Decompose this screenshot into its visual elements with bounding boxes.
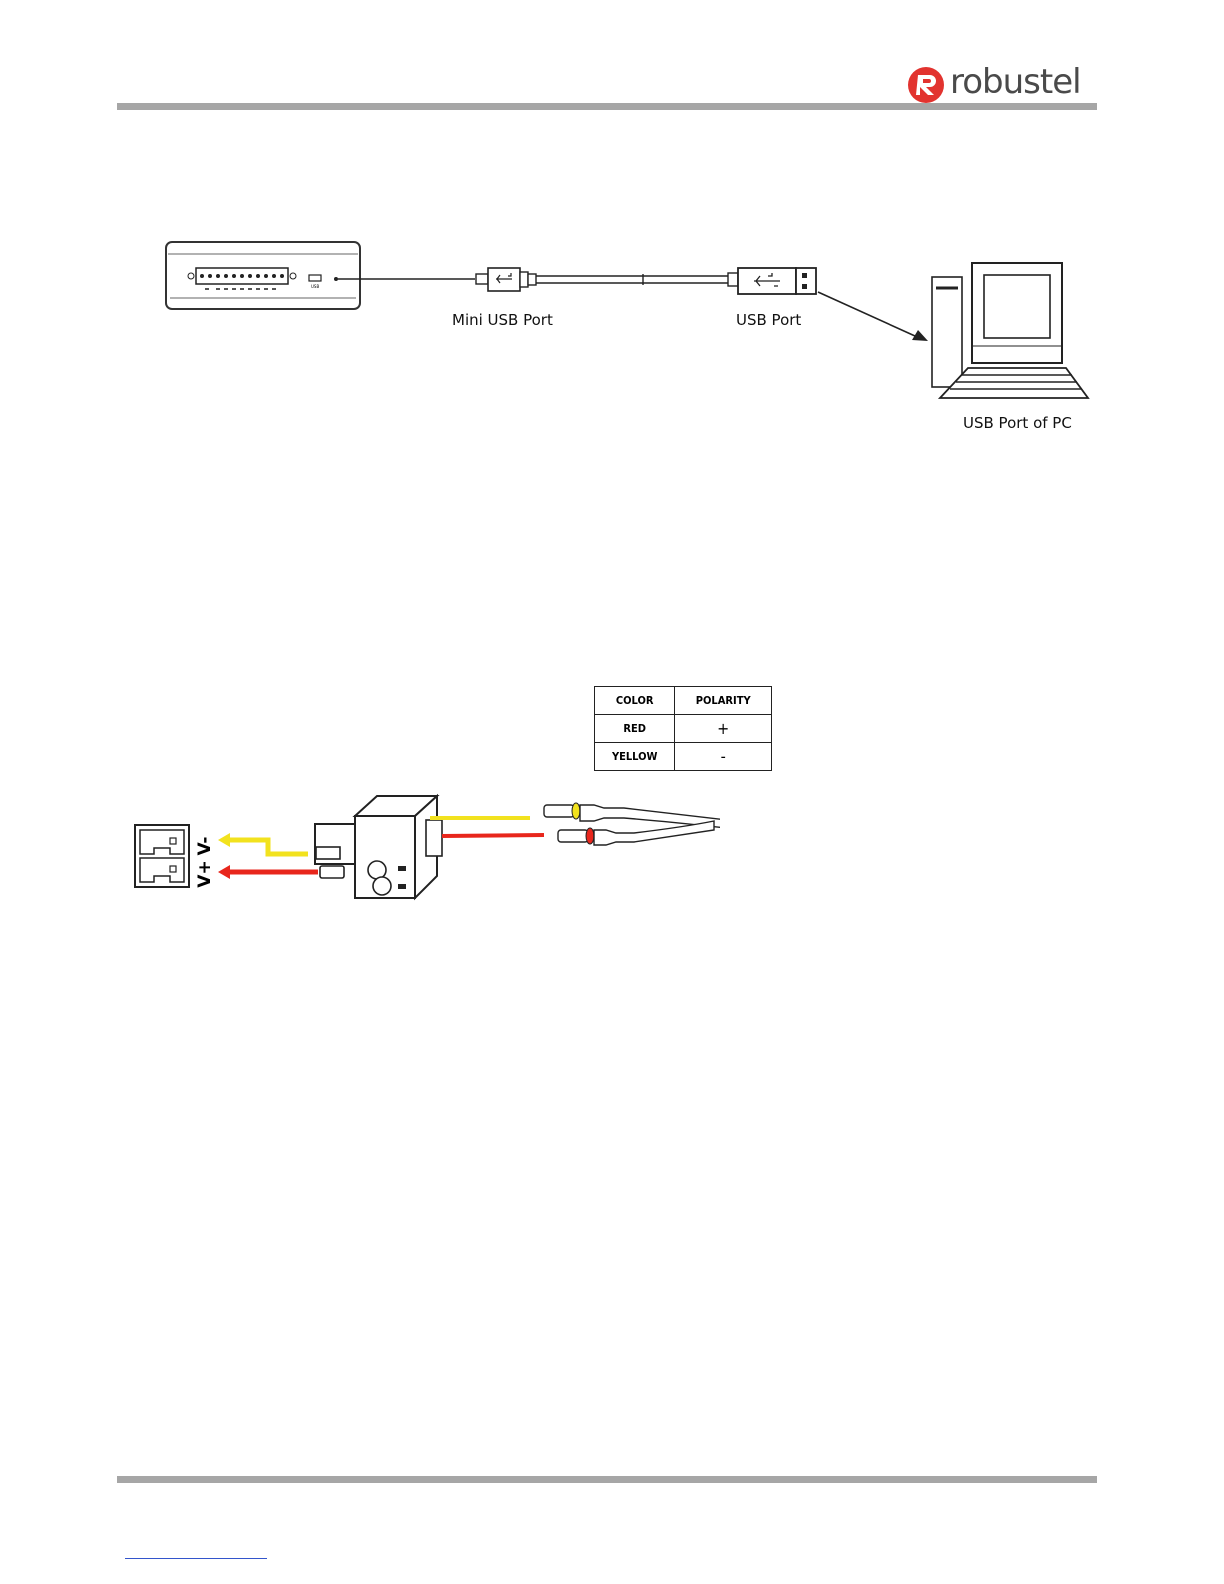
footer-rule [117,1476,1097,1483]
positive-wire-arrow-icon [218,865,318,879]
dc-cable-icon [544,803,720,845]
color-cell: YELLOW [595,743,675,771]
usb-a-plug-icon [728,268,816,294]
brand-name: robustel [950,60,1081,104]
polarity-cell: - [675,743,772,771]
color-cell: RED [595,715,675,743]
brand-logo: robustel [906,62,1076,106]
robustel-logo-icon [906,65,946,105]
polarity-table: COLOR POLARITY RED + YELLOW - [594,686,772,771]
footer-link-underline[interactable] [125,1558,267,1559]
header-polarity: POLARITY [675,687,772,715]
incoming-red-wire [442,835,544,836]
usb-cable [536,274,728,285]
table-row: RED + [595,715,772,743]
mini-usb-plug-icon [476,268,536,291]
router-device: USB [166,242,360,309]
mini-usb-port-label: Mini USB Port [452,311,553,329]
usb-connection-diagram: USB [150,230,1100,440]
table-row: YELLOW - [595,743,772,771]
header-color: COLOR [595,687,675,715]
negative-wire-arrow-icon [218,833,308,854]
v-minus-label: V- [195,837,215,856]
header-rule [117,103,1097,110]
plug-connector-icon [315,796,442,898]
v-plus-label: V+ [195,860,215,887]
power-connector-diagram: V- V+ [130,790,720,905]
terminal-block-icon [135,825,189,887]
polarity-cell: + [675,715,772,743]
usb-port-label: USB Port [736,311,801,329]
table-header-row: COLOR POLARITY [595,687,772,715]
svg-text:USB: USB [311,284,319,289]
pc-computer-icon [932,263,1088,398]
arrow-to-pc-icon [818,292,928,341]
pc-usb-port-label: USB Port of PC [963,414,1072,432]
